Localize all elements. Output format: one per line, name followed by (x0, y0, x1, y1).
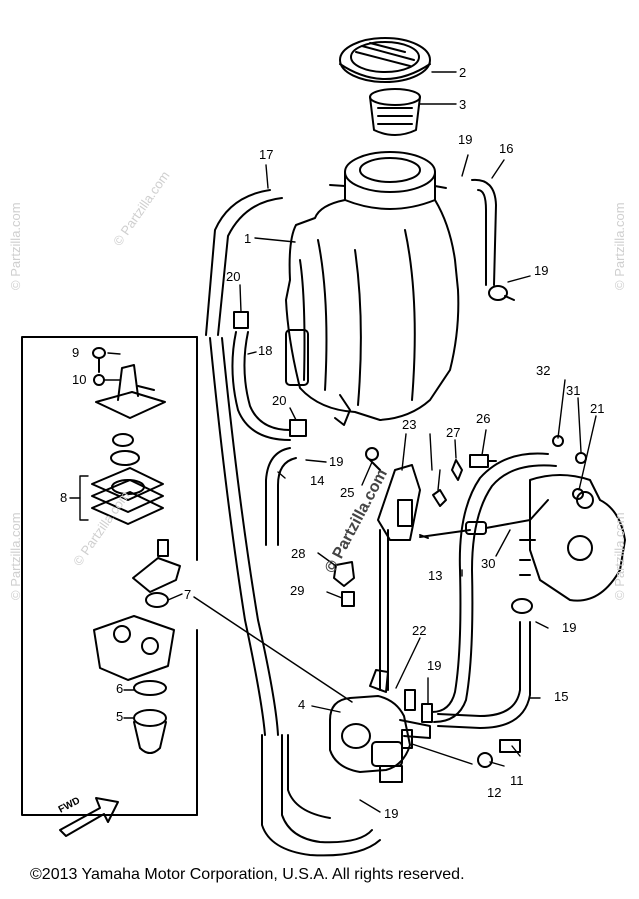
hose-17 (205, 189, 283, 336)
callout-27: 27 (446, 425, 461, 440)
callout-20-lower: 20 (272, 393, 287, 408)
callout-4: 4 (298, 697, 306, 712)
hose-18 (231, 331, 291, 441)
callout-28: 28 (291, 546, 306, 561)
callout-16: 16 (499, 141, 514, 156)
callout-20-upper: 20 (226, 269, 241, 284)
callout-9: 9 (72, 345, 80, 360)
callout-32: 32 (536, 363, 551, 378)
clip-20-upper (233, 311, 249, 329)
callout-30: 30 (481, 556, 496, 571)
hose-16 (471, 178, 497, 286)
watermark-left-2: © Partzilla.com (8, 512, 23, 600)
callout-2: 2 (459, 65, 467, 80)
callout-25: 25 (340, 485, 355, 500)
watermark-left-1: © Partzilla.com (8, 202, 23, 290)
callout-8: 8 (60, 490, 68, 505)
watermark-right-2: © Partzilla.com (612, 512, 627, 600)
hose-15 (437, 621, 531, 729)
callout-7: 7 (184, 587, 192, 602)
fuel-filter (369, 88, 421, 136)
callout-18: 18 (258, 343, 273, 358)
fuel-pump-exploded-frame (21, 336, 198, 816)
callout-12: 12 (487, 785, 502, 800)
small-hardware (333, 435, 587, 768)
choke-link-rod (369, 529, 389, 693)
callout-19-top: 19 (458, 132, 473, 147)
callout-5: 5 (116, 709, 124, 724)
watermark-right-1: © Partzilla.com (612, 202, 627, 290)
callout-6: 6 (116, 681, 124, 696)
callout-23: 23 (402, 417, 417, 432)
callout-19-lower-right: 19 (562, 620, 577, 635)
engine-block-fragment (519, 474, 626, 602)
callout-15: 15 (554, 689, 569, 704)
callout-3: 3 (459, 97, 467, 112)
callout-19-bottom: 19 (384, 806, 399, 821)
hose-14 (265, 447, 297, 546)
callout-21: 21 (590, 401, 605, 416)
clip-20-lower (289, 419, 307, 437)
callout-19-carb: 19 (427, 658, 442, 673)
carburetor (329, 689, 433, 783)
long-fuel-hose (209, 337, 381, 857)
callout-14: 14 (310, 473, 325, 488)
hose-13 (431, 452, 557, 723)
fuel-pump-parts (91, 347, 181, 754)
tank-cap (339, 37, 431, 83)
callout-1: 1 (244, 231, 252, 246)
callout-26: 26 (476, 411, 491, 426)
callout-10: 10 (72, 372, 87, 387)
leader-lines (69, 71, 597, 813)
callout-29: 29 (290, 583, 305, 598)
callout-13: 13 (428, 568, 443, 583)
clip-19-upper (488, 285, 515, 301)
callout-22: 22 (412, 623, 427, 638)
callout-31: 31 (566, 383, 581, 398)
copyright-footer: ©2013 Yamaha Motor Corporation, U.S.A. A… (30, 866, 465, 883)
leader-7 (193, 596, 353, 703)
callout-19-right: 19 (534, 263, 549, 278)
cable-30 (419, 499, 549, 538)
callout-11: 11 (510, 773, 524, 788)
fwd-arrow-icon (59, 797, 119, 837)
callout-19-mid: 19 (329, 454, 344, 469)
fuel-tank (285, 151, 460, 426)
callout-17: 17 (259, 147, 274, 162)
